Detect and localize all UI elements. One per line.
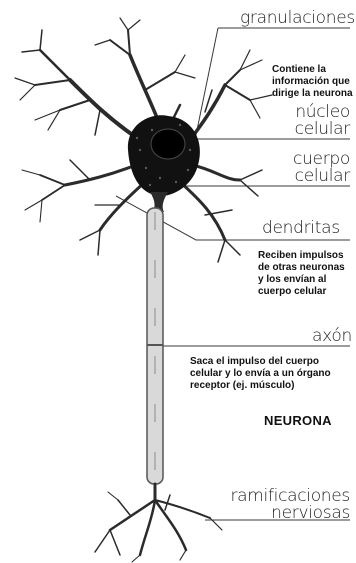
label-cuerpo-celular: cuerpo celular — [293, 151, 350, 185]
note-axon-line-1: Saca el impulso del cuerpo — [190, 356, 331, 368]
note-granulaciones: Contiene la información que dirige la ne… — [272, 64, 353, 100]
note-dendritas: Reciben impulsos de otras neuronas y los… — [258, 250, 345, 298]
note-granulaciones-line-3: dirige la neurona — [272, 88, 353, 100]
axon — [147, 192, 168, 484]
note-axon: Saca el impulso del cuerpo celular y lo … — [190, 356, 331, 392]
note-dendritas-line-4: cuerpo celular — [258, 286, 345, 298]
diagram-title: NEURONA — [264, 413, 332, 428]
label-ramificaciones-line-2: nerviosas — [230, 505, 350, 522]
note-dendritas-line-3: y los envían al — [258, 274, 345, 286]
label-ramificaciones-nerviosas: ramificaciones nerviosas — [230, 488, 350, 522]
note-axon-line-2: celular y lo envía a un órgano — [190, 368, 331, 380]
label-axon: axón — [312, 328, 352, 345]
cell-body — [128, 115, 200, 196]
label-dendritas: dendritas — [262, 220, 340, 237]
nucleus — [151, 129, 185, 159]
label-nucleo-line-2: celular — [295, 121, 350, 138]
note-granulaciones-line-2: información que — [272, 76, 353, 88]
axon-terminals — [95, 484, 222, 562]
label-granulaciones: granulaciones — [240, 10, 355, 27]
note-axon-line-3: receptor (ej. músculo) — [190, 380, 331, 392]
note-dendritas-line-2: de otras neuronas — [258, 262, 345, 274]
note-granulaciones-line-1: Contiene la — [272, 64, 353, 76]
label-nucleo-celular: núcleo celular — [295, 104, 350, 138]
label-cuerpo-line-2: celular — [293, 168, 350, 185]
note-dendritas-line-1: Reciben impulsos — [258, 250, 345, 262]
